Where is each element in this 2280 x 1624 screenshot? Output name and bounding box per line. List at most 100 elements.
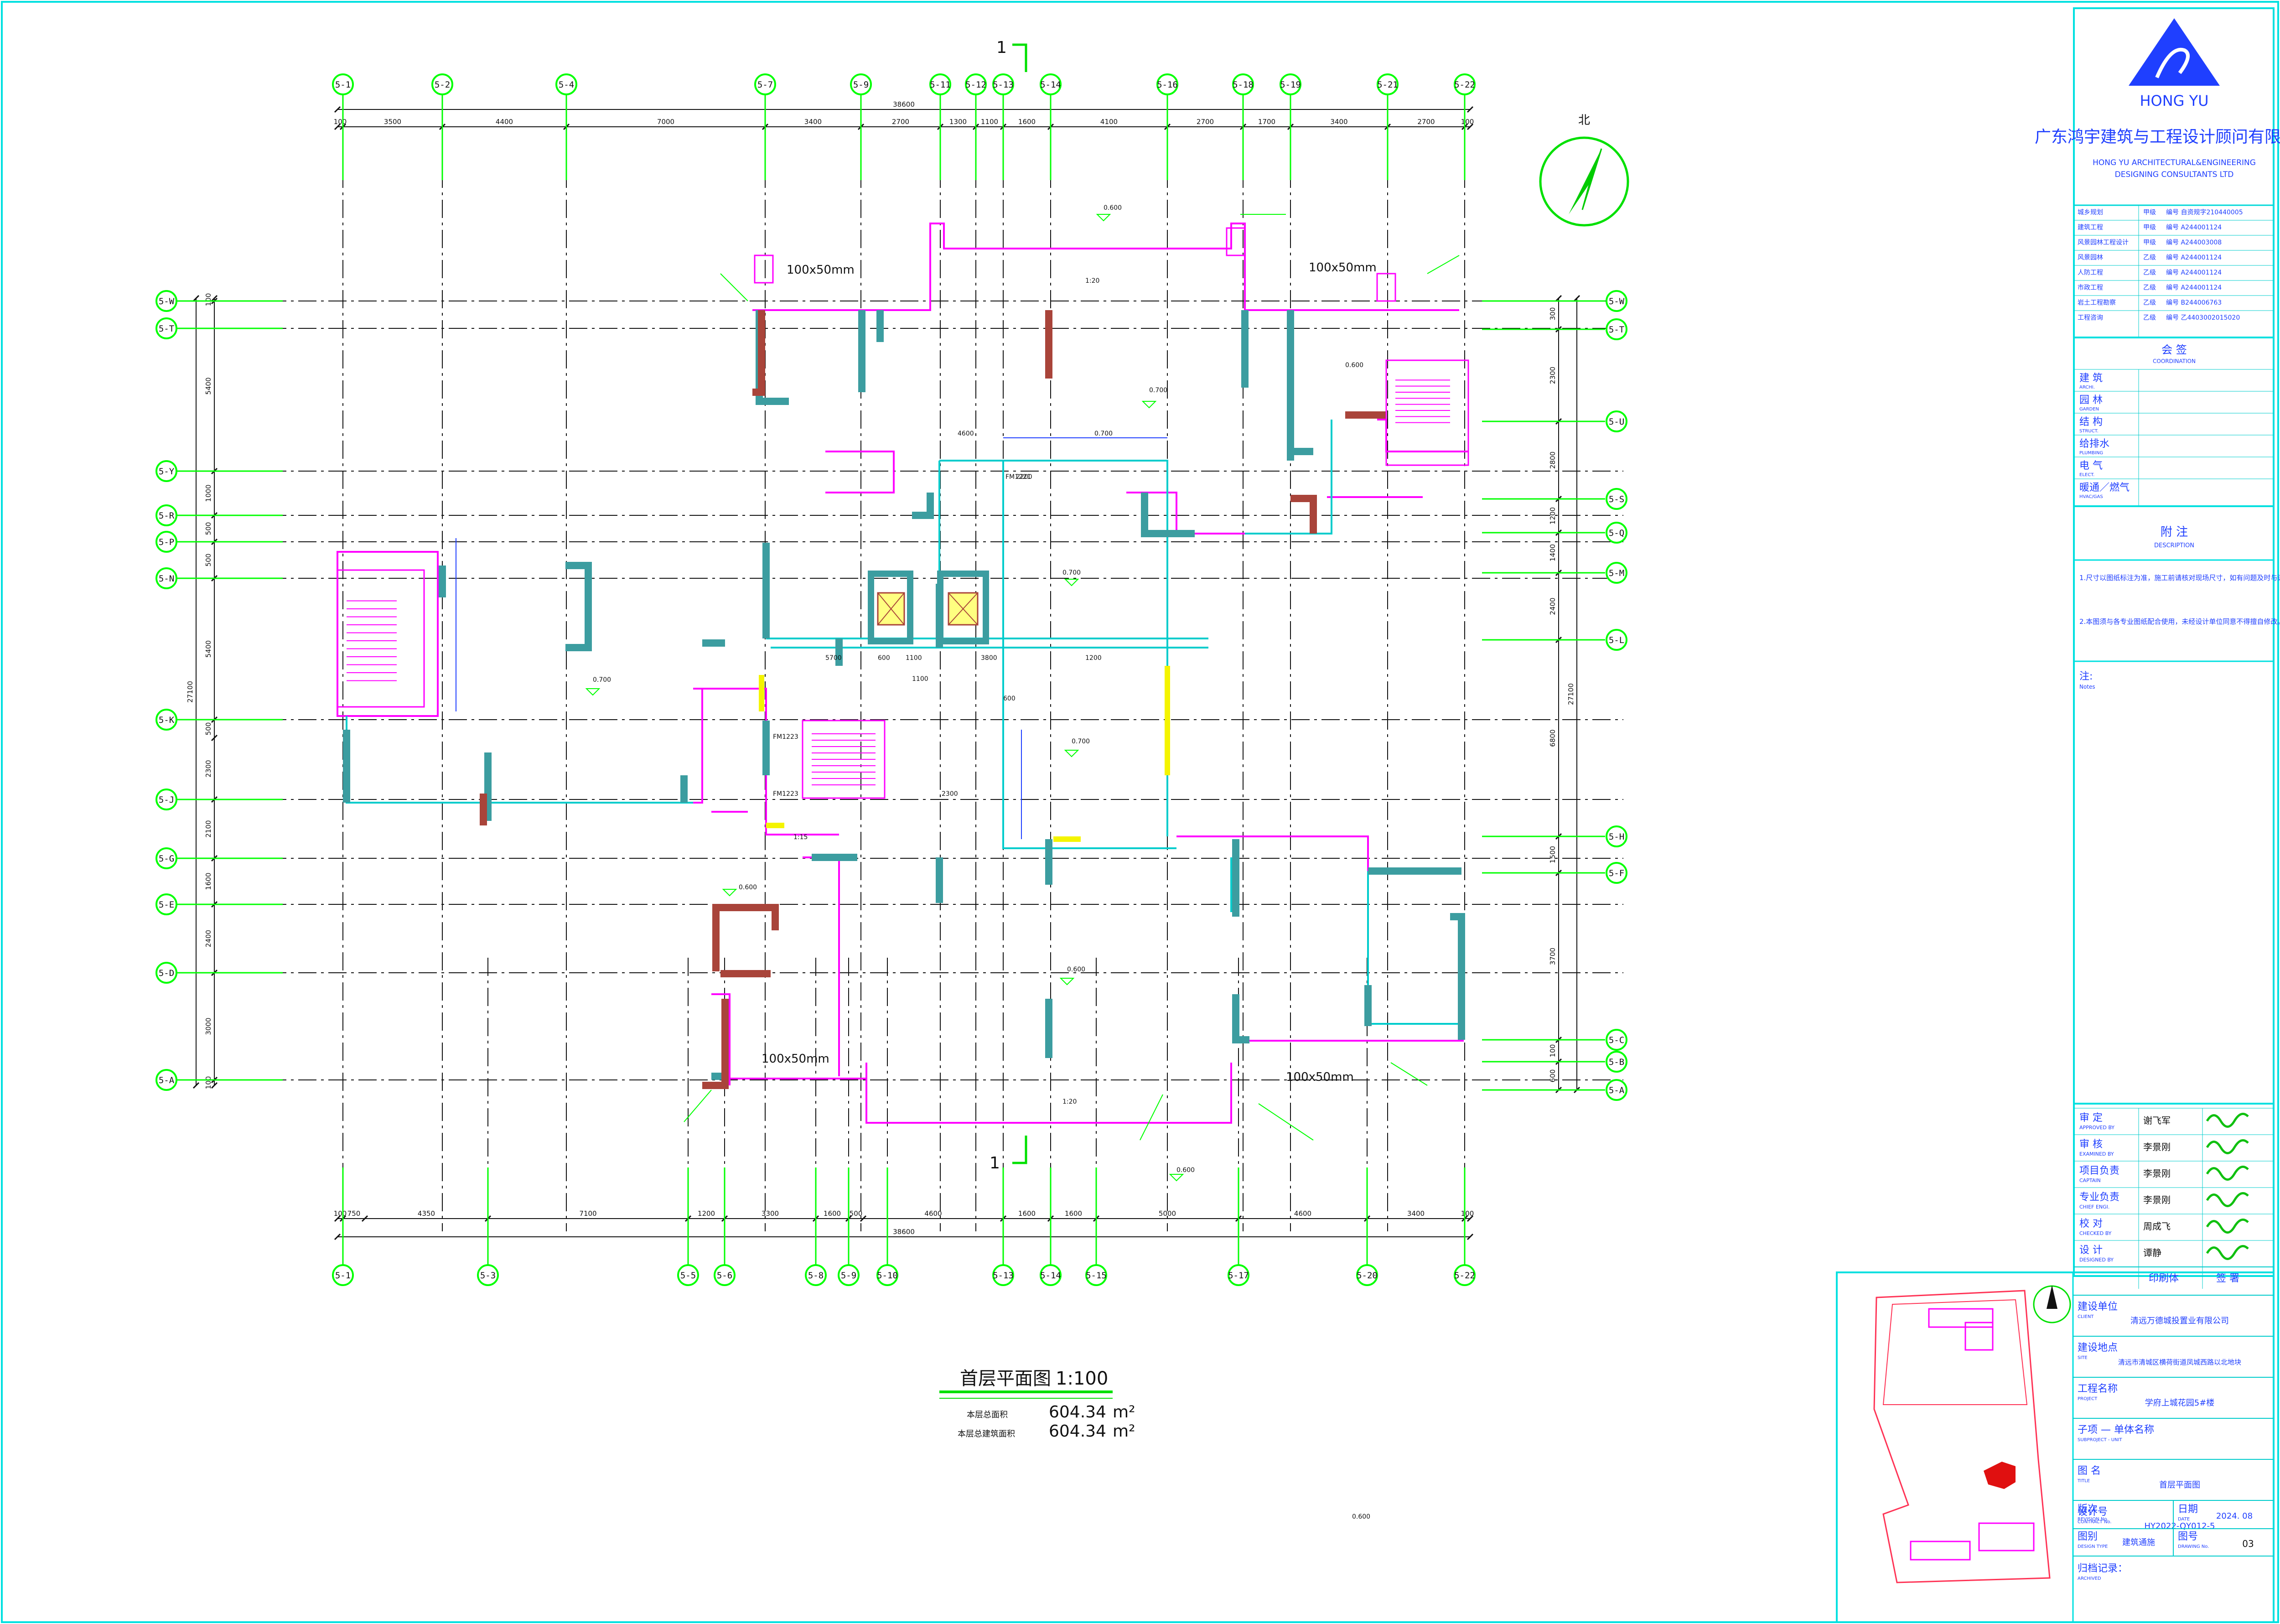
- axis-label: 5-20: [1357, 1271, 1378, 1281]
- annotation-text: 0.700: [593, 676, 611, 684]
- area-label-2: 本层总建筑面积: [958, 1429, 1015, 1439]
- joint-sign-discipline-en: STRUCT.: [2079, 429, 2099, 434]
- dim-label: 3400: [1407, 1209, 1425, 1218]
- axis-label: 5-5: [680, 1271, 696, 1281]
- role-title-en: CHIEF ENGI.: [2079, 1204, 2109, 1210]
- company-name-en-1: HONG YU ARCHITECTURAL&ENGINEERING: [2093, 158, 2256, 167]
- north-label: 北: [1578, 114, 1590, 127]
- axis-label: 5-D: [159, 968, 174, 978]
- sheet-type-value: 建筑通施: [2122, 1538, 2155, 1547]
- leader-line: [1390, 1062, 1428, 1086]
- info-label: 工程名称: [2078, 1383, 2118, 1395]
- annotation-text: 1:15: [793, 834, 808, 841]
- wall-segment: [865, 1063, 1232, 1124]
- axis-bubble-left: 5-T: [155, 317, 177, 339]
- qual-grade: 乙级: [2143, 314, 2156, 322]
- dim-total-bottom: 38600: [334, 1228, 1474, 1240]
- level-marker: [585, 688, 601, 696]
- axis-bubble-left: 5-N: [155, 567, 177, 589]
- role-title-en: CHECKED BY: [2079, 1230, 2112, 1236]
- leader-line: [1427, 255, 1460, 274]
- leader-line: [684, 1090, 712, 1122]
- axis-bubble-top: 5-14: [1040, 73, 1062, 95]
- axis-bubble-left: 5-D: [155, 962, 177, 984]
- axis-label: 5-8: [808, 1271, 824, 1281]
- axis-label: 5-11: [930, 80, 951, 90]
- annotation-text: 1:20: [1062, 1098, 1077, 1105]
- company-name-en-2: DESIGNING CONSULTANTS LTD: [2115, 170, 2234, 179]
- annotation-text: 1100: [912, 675, 928, 683]
- axis-label: 5-L: [1609, 635, 1624, 645]
- axis-bubble-bottom: 5-8: [805, 1264, 827, 1286]
- axis-label: 5-6: [717, 1271, 732, 1281]
- level-marker: [1059, 978, 1075, 986]
- dim-label: 500: [204, 522, 212, 535]
- svg-text:1: 1: [990, 1154, 1000, 1173]
- dim-label: 2400: [204, 930, 212, 947]
- axis-bubble-right: 5-Q: [1606, 522, 1627, 544]
- axis-label: 5-S: [1609, 494, 1624, 504]
- dim-label: 4600: [1294, 1209, 1311, 1218]
- dim-label: 100: [1549, 1044, 1557, 1058]
- logo-text: HONG YU: [2140, 92, 2208, 109]
- axis-bubble-right: 5-H: [1606, 825, 1627, 847]
- signature-mark: [2206, 1112, 2249, 1128]
- note-2: 2.本图须与各专业图纸配合使用，未经设计单位同意不得擅自修改。: [2079, 617, 2280, 626]
- elevator-shafts: [868, 571, 989, 644]
- signature-mark: [2206, 1165, 2249, 1181]
- axis-bubble-left: 5-J: [155, 789, 177, 810]
- annotation-text: 0.600: [1104, 204, 1122, 212]
- wall-segment: [1176, 835, 1369, 871]
- annotation-text: 1200: [1085, 654, 1102, 662]
- role-title: 设 计: [2079, 1245, 2103, 1256]
- print-name-label: 印刷体: [2149, 1273, 2179, 1284]
- wall-segment: [912, 493, 934, 519]
- site-location-plan: [1873, 1285, 2071, 1583]
- axis-bubble-top: 5-11: [929, 73, 951, 95]
- dim-label: 38600: [893, 100, 915, 109]
- axis-bubble-left: 5-W: [155, 290, 177, 312]
- svg-text:DATE: DATE: [2178, 1517, 2190, 1522]
- drawing-title: 首层平面图: [960, 1368, 1051, 1389]
- axis-label: 5-K: [159, 715, 175, 725]
- axis-label: 5-7: [757, 80, 773, 90]
- info-label: 子项 — 单体名称: [2078, 1424, 2154, 1436]
- axis-label: 5-P: [159, 537, 174, 547]
- dim-label: 2300: [204, 760, 212, 777]
- info-label-en: PROJECT: [2078, 1396, 2098, 1401]
- axis-bubble-right: 5-L: [1606, 629, 1627, 651]
- dim-label: 1200: [698, 1209, 715, 1218]
- leader-line: [1258, 1103, 1314, 1141]
- annotation-text: 0.600: [1352, 1513, 1370, 1520]
- date-label: 日期: [2178, 1504, 2198, 1515]
- joint-sign-discipline: 结 构: [2079, 416, 2103, 428]
- role-name: 谢飞军: [2143, 1115, 2171, 1126]
- axis-label: 5-21: [1377, 80, 1398, 90]
- notes-title: 附 注: [2161, 525, 2188, 539]
- dim-label: 2700: [1197, 118, 1214, 126]
- sheet-no-label: 图号: [2178, 1531, 2198, 1542]
- svg-text:DESIGN TYPE: DESIGN TYPE: [2078, 1544, 2108, 1549]
- axis-label: 5-13: [993, 1271, 1014, 1281]
- role-name: 谭静: [2143, 1247, 2161, 1258]
- section-marker-top: 1: [996, 38, 1027, 72]
- axis-bubble-bottom: 5-6: [714, 1264, 736, 1286]
- axis-bubble-top: 5-4: [555, 73, 577, 95]
- area-unit-1: m²: [1113, 1403, 1135, 1422]
- annotation-text: 100x50mm: [762, 1052, 829, 1066]
- level-marker: [1169, 1174, 1184, 1182]
- dim-label: 1500: [1549, 846, 1557, 863]
- dim-label: 5000: [1159, 1209, 1176, 1218]
- joint-sign-title: 会 签: [2161, 343, 2187, 356]
- annotation-text: 600: [1003, 695, 1016, 702]
- axis-label: 5-14: [1040, 80, 1061, 90]
- dim-label: 1200: [1549, 507, 1557, 524]
- drawing-scale: 1:100: [1056, 1368, 1108, 1389]
- axis-label: 5-M: [1609, 568, 1624, 578]
- dim-label: 3400: [804, 118, 822, 126]
